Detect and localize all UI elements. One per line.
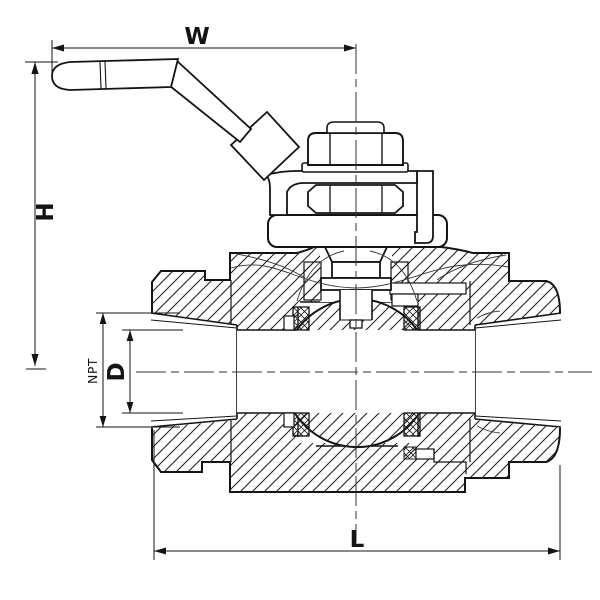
stop-plate bbox=[267, 214, 448, 248]
centerlines bbox=[136, 44, 592, 543]
handle-grip bbox=[51, 58, 180, 91]
dimension-npt-label: NPT bbox=[85, 358, 100, 384]
dimension-d bbox=[122, 329, 183, 414]
dimension-h-label: H bbox=[33, 202, 59, 221]
ball-seats bbox=[292, 306, 421, 437]
dimension-l-label: L bbox=[350, 527, 365, 553]
seat-retainer-details bbox=[283, 282, 467, 474]
dimension-labels: W H NPT D L bbox=[33, 24, 365, 553]
top-works bbox=[51, 58, 448, 248]
dimension-h bbox=[25, 61, 58, 370]
left-port bbox=[150, 312, 238, 428]
dimensions bbox=[25, 40, 561, 560]
handle-flat bbox=[229, 110, 301, 182]
handle bbox=[51, 58, 434, 244]
dimension-w-label: W bbox=[184, 24, 209, 50]
right-port bbox=[474, 312, 562, 428]
handle-stop-hook bbox=[414, 170, 434, 244]
dimension-d-label: D bbox=[104, 362, 130, 381]
dimension-w bbox=[51, 40, 356, 74]
dimension-npt bbox=[96, 312, 180, 428]
handle-mount-bar bbox=[264, 170, 418, 216]
dimension-l bbox=[153, 430, 561, 560]
stem-assembly bbox=[320, 246, 392, 329]
